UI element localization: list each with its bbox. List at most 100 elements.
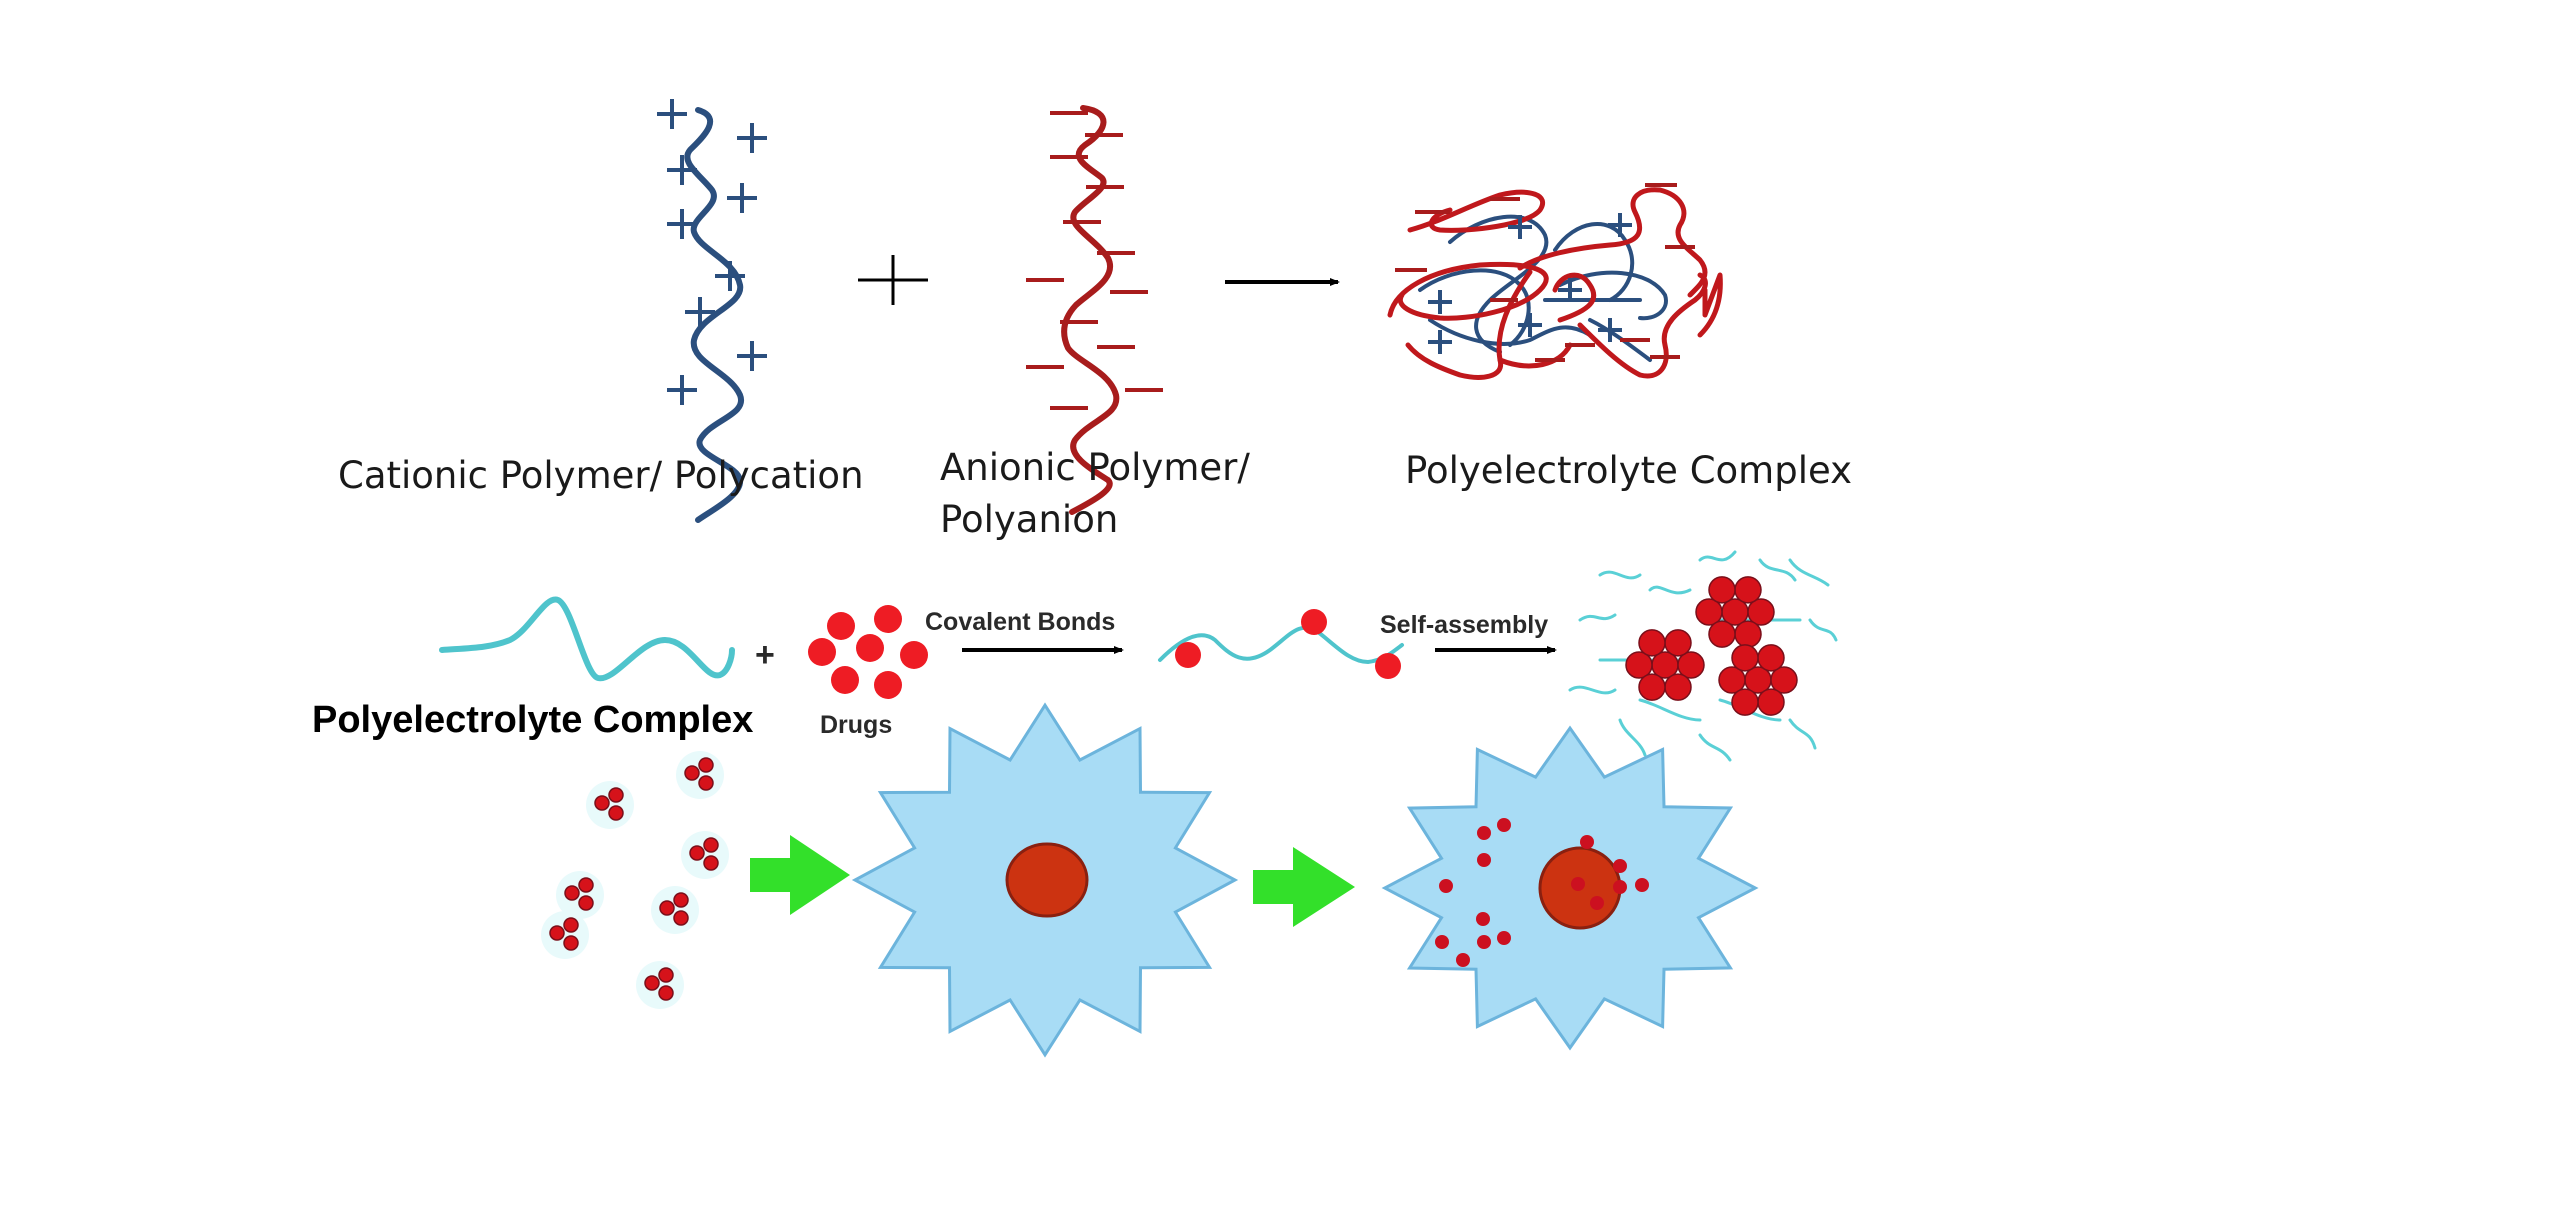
drug-particle: [831, 666, 859, 694]
polymer-tail: [1598, 570, 1642, 580]
plus-charge-icon: [737, 123, 767, 153]
drug-particle: [1734, 576, 1762, 604]
plus-operator-2: +: [755, 636, 775, 674]
polymer-tail: [1758, 558, 1797, 582]
drug-particle: [1695, 598, 1723, 626]
anionic-polymer-label-line2: Polyanion: [940, 498, 1118, 541]
micelle-corona: [636, 961, 684, 1009]
conjugated-drug: [1301, 609, 1327, 635]
plus-charge-icon: [1598, 318, 1622, 342]
released-drug: [1613, 859, 1627, 873]
drug-particle: [703, 837, 719, 853]
conjugated-drug: [1175, 642, 1201, 668]
polymer-tail: [1648, 585, 1692, 595]
drug-particle: [549, 925, 565, 941]
drug-particle: [658, 985, 674, 1001]
anionic-polymer: [1026, 105, 1163, 515]
polymer-tail: [1698, 733, 1732, 762]
micelle-group: [541, 751, 729, 1009]
plus-charge-icon: [1428, 330, 1452, 354]
complex-charges: [1395, 183, 1695, 362]
cationic-charges: [657, 99, 767, 405]
drug-particle: [564, 885, 580, 901]
cell-before-release: [851, 702, 1239, 1058]
drug-particle: [1734, 620, 1762, 648]
polymer-tail: [1788, 558, 1830, 587]
polymer-tail: [1808, 618, 1838, 642]
anionic-chain: [1061, 105, 1120, 515]
drug-particle: [594, 795, 610, 811]
plus-charge-icon: [667, 375, 697, 405]
polymer-tail: [1578, 613, 1617, 622]
drug-particle: [563, 917, 579, 933]
drug-particle: [856, 634, 884, 662]
plus-operator-1: [858, 255, 928, 305]
drug-particle: [1664, 673, 1692, 701]
polymer-tail: [1788, 718, 1817, 750]
drug-particle: [608, 805, 624, 821]
plus-charge-icon: [1518, 313, 1542, 337]
drug-particle: [1638, 673, 1666, 701]
cationic-polymer: [657, 99, 767, 523]
polymer-tail: [1618, 718, 1647, 757]
drug-particle: [698, 757, 714, 773]
released-drug: [1477, 935, 1491, 949]
released-drug: [1497, 818, 1511, 832]
polymer-drug-conjugate: [1158, 609, 1404, 679]
plus-charge-icon: [685, 297, 715, 327]
drug-particle: [1757, 688, 1785, 716]
polyelectrolyte-complex-tangle: [1387, 183, 1723, 380]
drug-particle: [900, 641, 928, 669]
micelle-assembly: [1568, 550, 1838, 762]
micelle: [651, 886, 699, 934]
released-drug: [1613, 880, 1627, 894]
micelle: [541, 911, 589, 959]
polyelectrolyte-complex-label: Polyelectrolyte Complex: [1405, 449, 1852, 492]
plus-charge-icon: [667, 155, 697, 185]
micelle: [676, 751, 724, 799]
drug-particle: [1664, 629, 1692, 657]
released-drug: [1435, 935, 1449, 949]
section-label-polyelectrolyte-complex: Polyelectrolyte Complex: [312, 699, 753, 741]
polymer-tail: [1638, 698, 1702, 722]
drug-particle: [1625, 651, 1653, 679]
micelle: [636, 961, 684, 1009]
drug-cluster: [808, 605, 928, 699]
released-drug: [1477, 853, 1491, 867]
micelle: [681, 831, 729, 879]
plus-charge-icon: [1608, 213, 1632, 237]
drug-particle: [658, 967, 674, 983]
cell-after-release: [1381, 725, 1759, 1051]
drug-particle: [659, 900, 675, 916]
drugs-label: Drugs: [820, 711, 892, 739]
drug-particle: [1770, 666, 1798, 694]
uptake-arrow-icon: [750, 835, 850, 915]
plus-charge-icon: [737, 341, 767, 371]
drug-particle: [703, 855, 719, 871]
drug-particle: [1638, 629, 1666, 657]
drug-particle: [808, 638, 836, 666]
released-drug: [1635, 878, 1649, 892]
drug-particle: [684, 765, 700, 781]
drug-particle: [1708, 620, 1736, 648]
drug-particle: [1731, 644, 1759, 672]
drug-particle: [673, 892, 689, 908]
micelle: [586, 781, 634, 829]
released-drug: [1580, 835, 1594, 849]
released-drug: [1456, 953, 1470, 967]
plus-charge-icon: [657, 99, 687, 129]
micelle: [556, 871, 604, 919]
micelle-corona: [586, 781, 634, 829]
drug-particle: [578, 895, 594, 911]
drug-particle: [827, 612, 855, 640]
released-drug: [1590, 896, 1604, 910]
drug-particle: [1718, 666, 1746, 694]
released-drugs: [1435, 818, 1649, 967]
anionic-charges: [1026, 111, 1163, 410]
cationic-chain: [684, 107, 745, 523]
cyan-polymer: [439, 596, 735, 682]
polymer-tail: [1698, 550, 1737, 562]
released-drug: [1497, 931, 1511, 945]
plus-charge-icon: [715, 261, 745, 291]
drug-particle: [698, 775, 714, 791]
